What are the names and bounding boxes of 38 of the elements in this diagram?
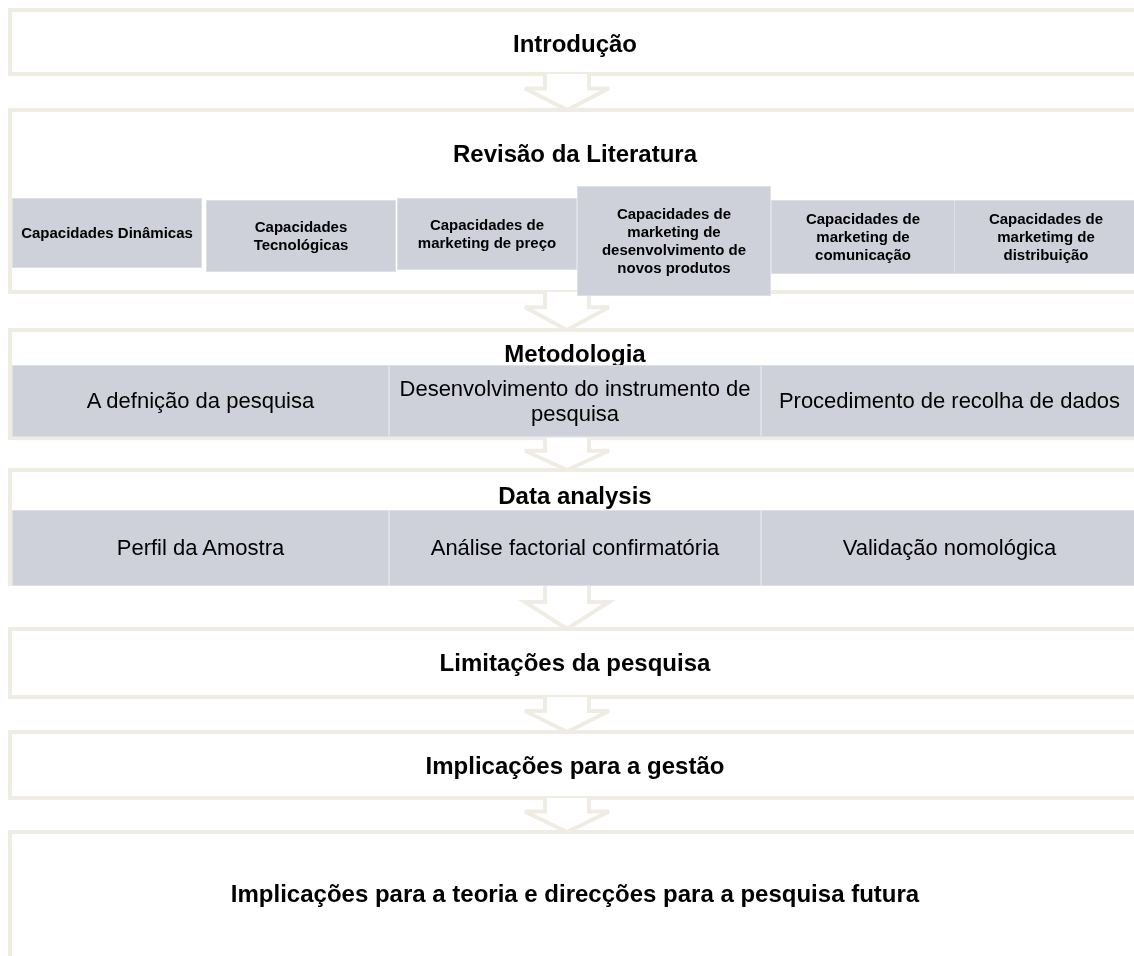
topic-box: [389, 510, 761, 586]
topic-box: [12, 198, 202, 268]
topic-box: [761, 510, 1134, 586]
topic-text: Desenvolvimento do instrumento de pesquisa: [398, 375, 752, 427]
section-heading: Implicações para a gestão: [425, 752, 725, 779]
topic-text: Perfil da Amostra: [116, 535, 285, 561]
topic-text: Capacidades de marketing de comunicação: [804, 210, 922, 264]
topic-text: Capacidades de marketing de preço: [416, 216, 558, 252]
section-box: [8, 328, 1134, 440]
topic-box: [397, 198, 577, 270]
topic-box: [954, 200, 1134, 274]
topic-box: [12, 365, 389, 437]
section-heading: Implicações para a teoria e direcções para a pesquisa futura: [230, 880, 920, 907]
section-box: [8, 627, 1134, 699]
section-box: [8, 8, 1134, 76]
topic-text: Capacidades de marketing de desenvolvimento de novos produtos: [600, 205, 748, 277]
section-box: [8, 468, 1134, 586]
topic-text: Capacidades Tecnológicas: [252, 218, 350, 254]
topic-text: Capacidades de marketimg de distribuição: [987, 210, 1105, 264]
topic-text: Procedimento de recolha de dados: [778, 388, 1121, 414]
section-box: [8, 830, 1134, 956]
topic-text: A defnição da pesquisa: [86, 388, 315, 414]
section-box: [8, 730, 1134, 800]
topic-text: Capacidades Dinâmicas: [21, 224, 193, 242]
section-heading: Metodologia: [504, 340, 646, 367]
topic-box: [12, 510, 389, 586]
topic-box: [771, 200, 955, 274]
topic-text: Análise factorial confirmatória: [430, 535, 720, 561]
topic-box: [206, 200, 396, 272]
section-heading: Data analysis: [498, 482, 652, 509]
section-box: [8, 108, 1134, 294]
topic-box: [577, 186, 771, 296]
topic-text: Validação nomológica: [842, 535, 1057, 561]
section-heading: Limitações da pesquisa: [439, 649, 711, 676]
topic-box: [761, 365, 1134, 437]
section-heading: Introdução: [513, 30, 637, 57]
section-heading: Revisão da Literatura: [452, 140, 698, 167]
topic-box: [389, 365, 761, 437]
